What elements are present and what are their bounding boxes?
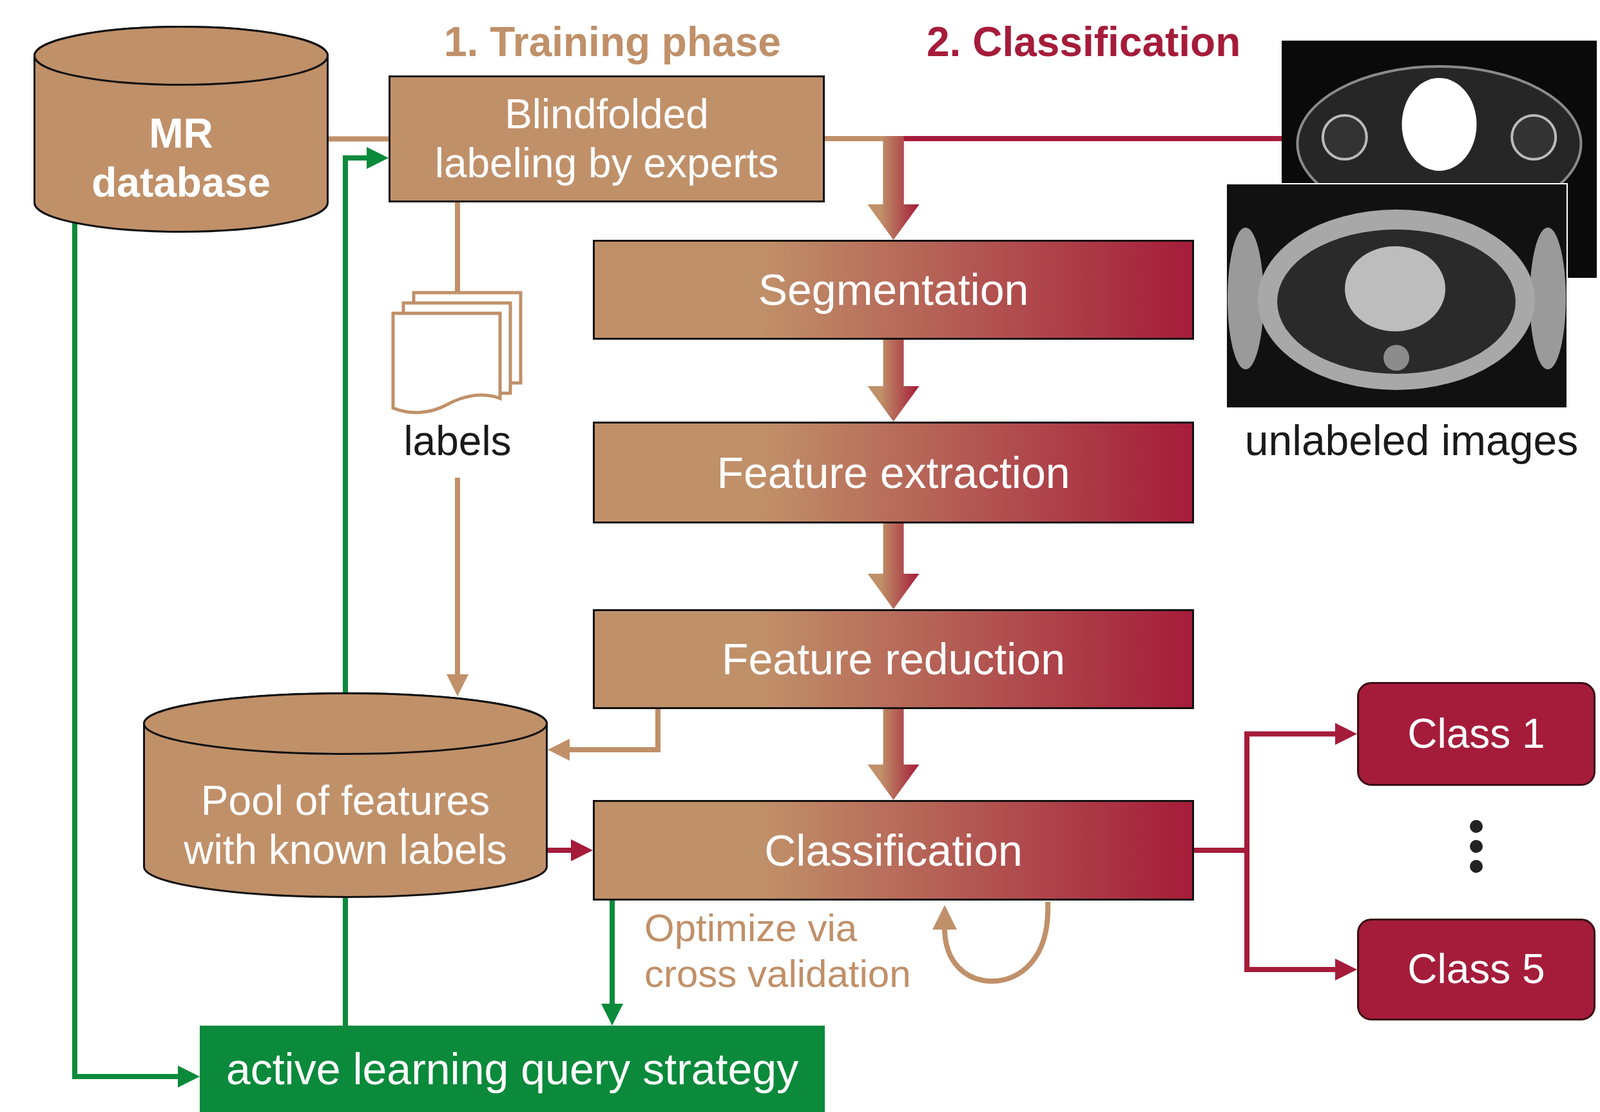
spine: [1383, 344, 1410, 371]
bright-vessel: [1402, 77, 1477, 171]
connector: [867, 708, 920, 800]
node-label: Pool of features with known labels: [176, 776, 515, 874]
joint: [1511, 115, 1556, 160]
connector: [867, 135, 1283, 240]
arrowhead: [1335, 958, 1358, 981]
node-label: Feature extraction: [716, 446, 1070, 499]
connector: [547, 708, 658, 761]
connector: [1194, 849, 1358, 981]
connector-line: [345, 157, 368, 695]
loop-annotation: Optimize via cross validation: [644, 905, 923, 997]
ellipsis-dot: [1469, 819, 1483, 833]
document-stack: [386, 288, 529, 418]
connector: [867, 523, 920, 609]
process-box: Classification: [592, 799, 1195, 901]
node-label: MR database: [81, 109, 280, 207]
arrowhead: [446, 674, 469, 696]
connector: [457, 202, 459, 292]
node-label: Segmentation: [758, 263, 1030, 316]
cylinder-body: [144, 693, 548, 897]
cylinder-top: [144, 693, 548, 754]
flow-arrow: [867, 339, 920, 422]
connector-line: [454, 202, 461, 292]
document-page: [393, 313, 501, 413]
loop-arrowhead: [932, 904, 957, 930]
flow-arrow: [867, 135, 920, 240]
connector-line: [609, 900, 615, 1005]
node-label: Blindfolded labeling by experts: [431, 90, 783, 188]
joint: [1322, 115, 1367, 160]
connector-line: [547, 847, 573, 853]
loop-arrow: [944, 901, 1048, 981]
process-box: Feature extraction: [592, 421, 1195, 524]
node-label: Class 5: [1407, 944, 1545, 994]
arrowhead: [570, 838, 593, 861]
class-box: Class 1: [1357, 681, 1596, 786]
ellipsis-dot: [1469, 839, 1483, 853]
connector-line: [1194, 733, 1337, 851]
connector: [547, 838, 593, 861]
flow-arrow: [867, 708, 920, 800]
connector-line: [568, 708, 658, 750]
arm: [1529, 227, 1566, 370]
ellipsis-dot: [1469, 859, 1483, 873]
mr-slice-chest: [1226, 183, 1568, 408]
connector-line: [454, 477, 461, 676]
query-box: active learning query strategy: [199, 1025, 825, 1112]
node-label: unlabeled images: [1244, 415, 1579, 466]
node-label: Class 1: [1407, 709, 1545, 759]
connector: [74, 221, 200, 1088]
image-frame: [1226, 183, 1568, 408]
node-label: active learning query strategy: [226, 1042, 799, 1095]
connector: [446, 477, 469, 696]
heart: [1344, 246, 1446, 332]
thorax: [1277, 229, 1516, 374]
node-label: Feature reduction: [721, 632, 1066, 685]
flow-arrow: [867, 523, 920, 609]
arrowhead: [366, 146, 389, 169]
connector: [345, 896, 347, 1026]
connector-line: [74, 221, 180, 1077]
arrowhead: [1335, 722, 1358, 745]
arrowhead: [601, 1003, 624, 1026]
document-icon: labels: [386, 288, 529, 466]
database-cylinder: MR database: [33, 25, 329, 233]
connector-line: [1194, 849, 1337, 970]
phase-heading: 1. Training phase: [443, 18, 781, 68]
flow-arrow: [867, 135, 920, 240]
connector: [824, 135, 920, 240]
image-stack: unlabeled images: [1226, 40, 1597, 466]
database-cylinder: Pool of features with known labels: [143, 692, 548, 898]
phase-heading: 2. Classification: [926, 18, 1241, 68]
connector-line: [904, 135, 1283, 142]
node-label: Classification: [764, 824, 1023, 876]
connector: [326, 138, 389, 140]
torso: [1257, 209, 1535, 390]
connector-line: [326, 136, 389, 142]
cylinder-top: [34, 27, 328, 86]
process-box: Feature reduction: [592, 608, 1195, 709]
process-box: Blindfolded labeling by experts: [388, 75, 825, 203]
connector: [867, 339, 920, 422]
connector-line: [342, 896, 348, 1026]
node-label: labels: [403, 416, 511, 466]
class-box: Class 5: [1357, 918, 1596, 1021]
connector: [345, 146, 389, 695]
connector: [601, 900, 624, 1026]
arrowhead: [547, 738, 570, 761]
mr-images: [1226, 40, 1597, 415]
arrowhead: [177, 1065, 200, 1088]
process-box: Segmentation: [592, 239, 1195, 340]
cylinder-body: [34, 27, 328, 232]
connector: [1194, 722, 1358, 851]
